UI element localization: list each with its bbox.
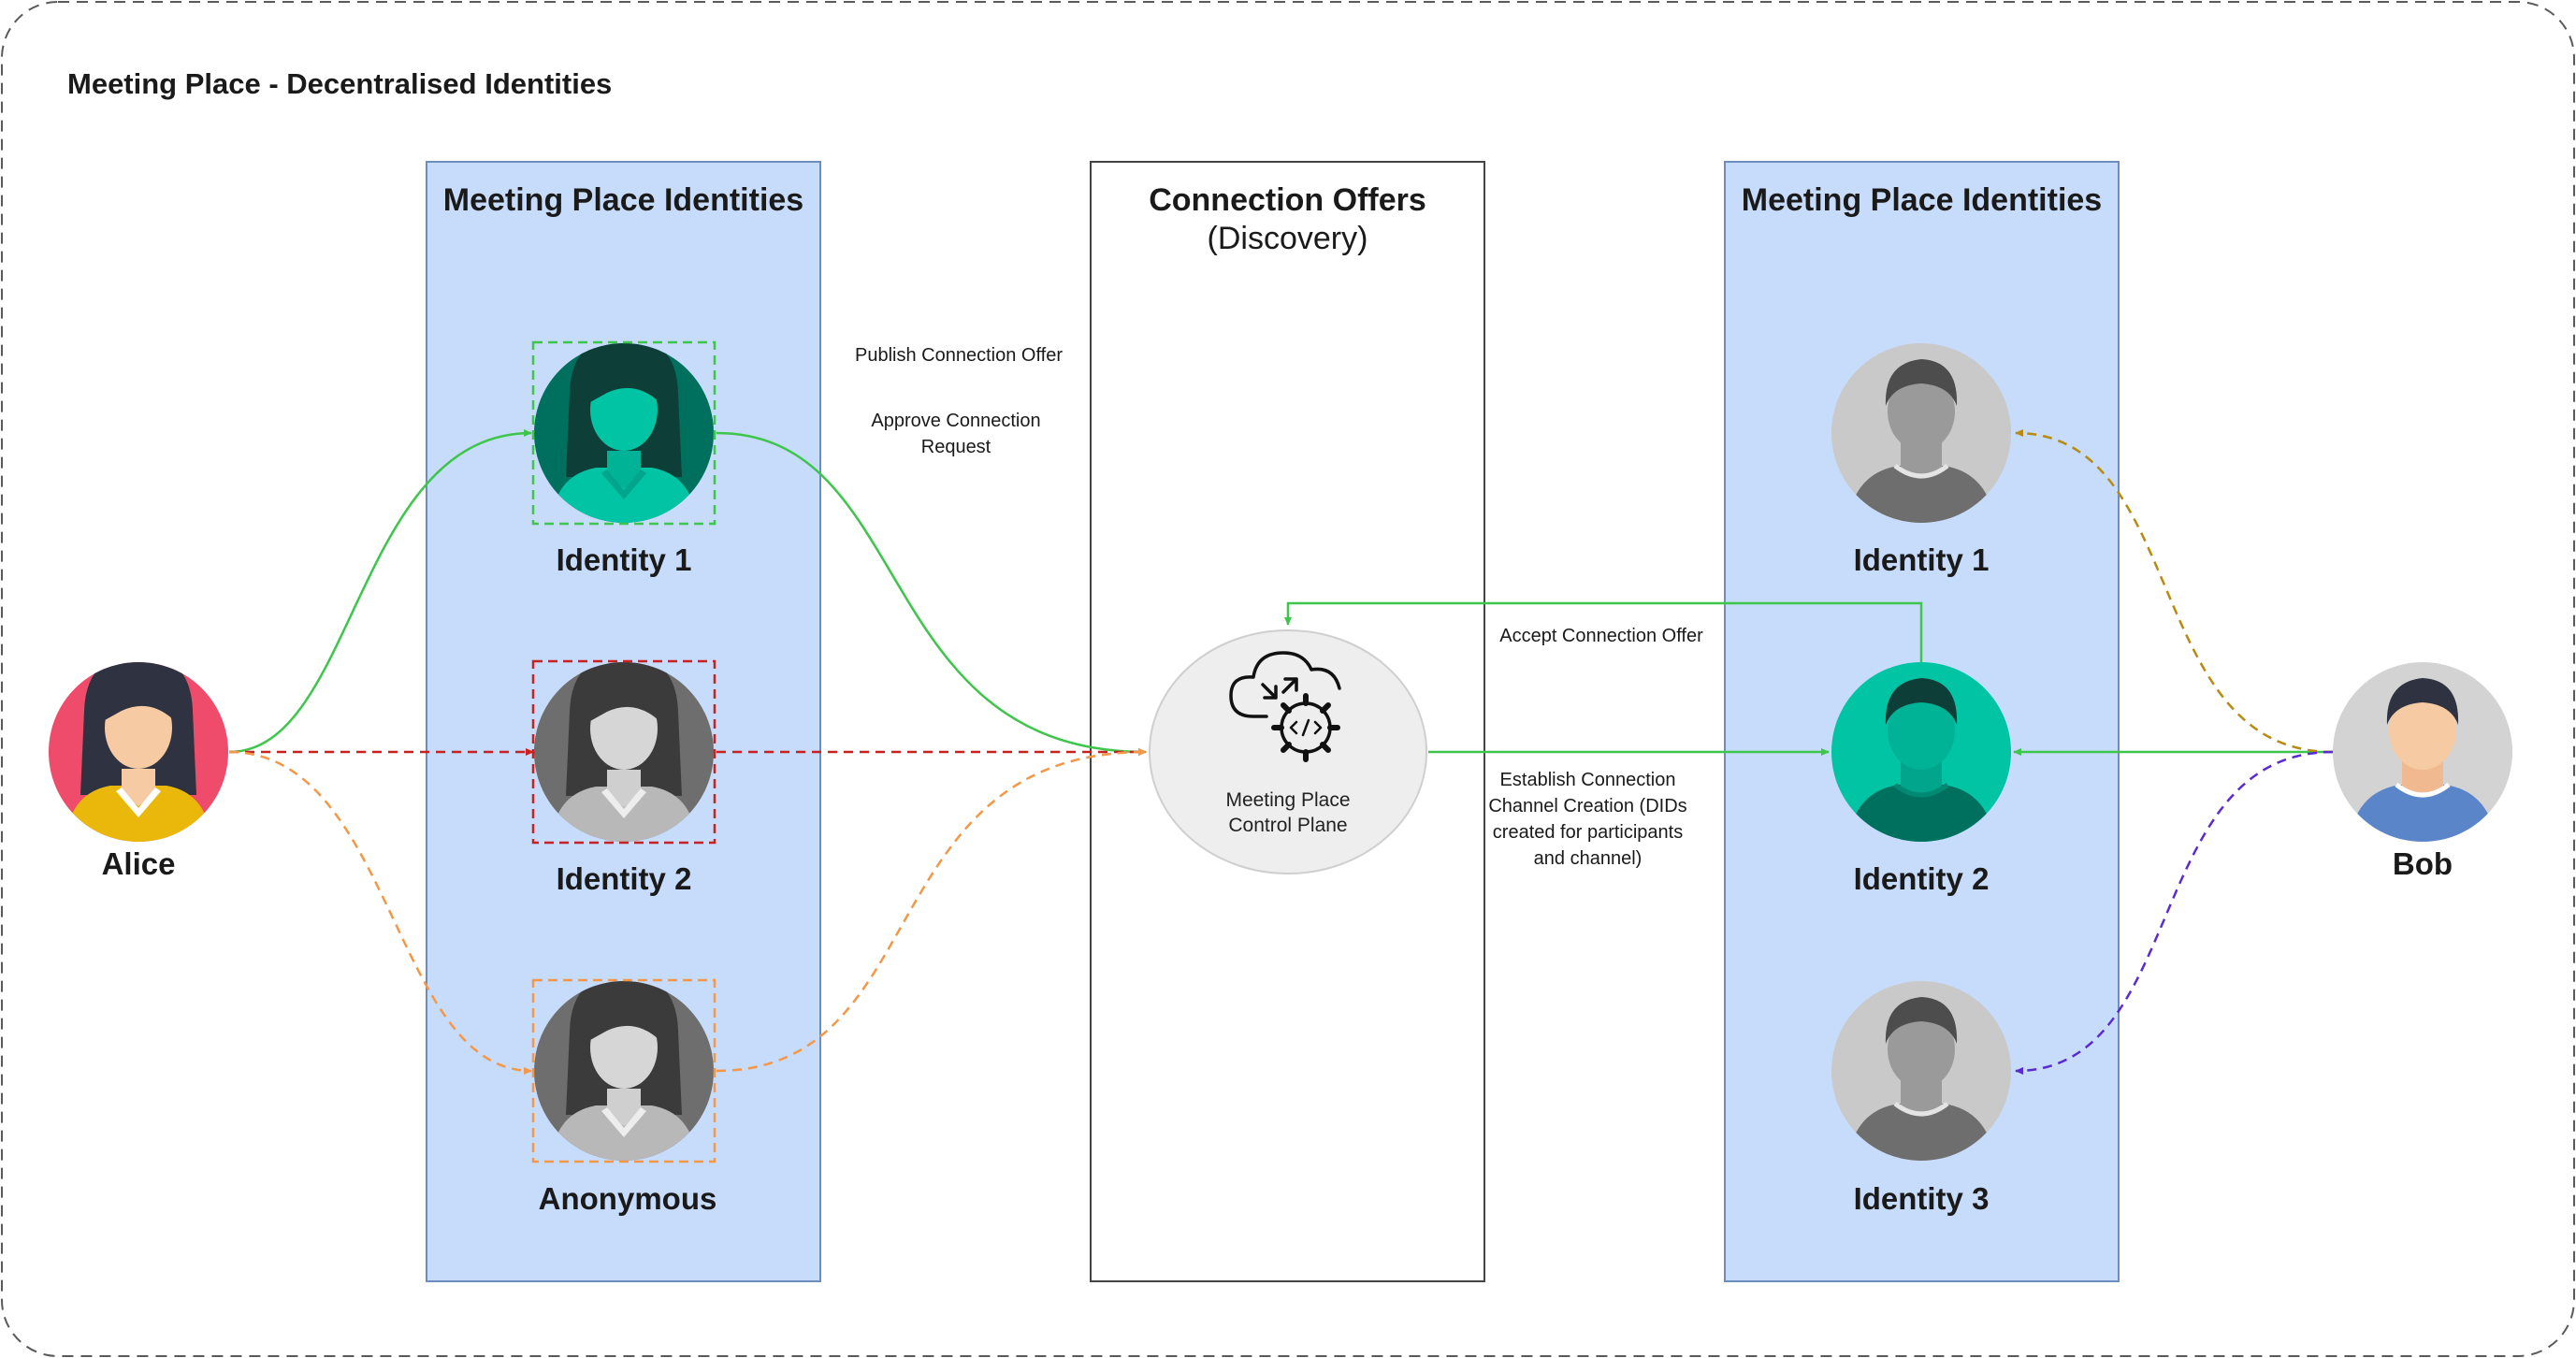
establish-connection-label: Establish Connection Channel Creation (D…	[1488, 770, 1687, 869]
right-identity1-label: Identity 1	[1853, 542, 1990, 577]
alice-to-anonymous-line	[228, 750, 532, 1075]
left-anonymous-avatar-icon	[534, 981, 714, 1161]
diagram-title: Meeting Place - Decentralised Identities	[67, 67, 613, 100]
identity1-to-control-plane-line	[716, 431, 1147, 756]
bob-to-identity3-line	[2015, 750, 2334, 1075]
right-identity2-label: Identity 2	[1853, 861, 1990, 896]
bob-label: Bob	[2392, 846, 2453, 881]
control-plane-label: Meeting Place Control Plane	[1225, 789, 1351, 836]
alice-to-identity1-line	[228, 429, 532, 754]
identity1-selection-box	[531, 340, 716, 526]
control-plane-node	[1149, 629, 1427, 874]
bob-avatar-icon	[2333, 662, 2512, 842]
bob-to-identity1-line	[2015, 429, 2334, 754]
anonymous-selection-box	[531, 978, 716, 1163]
left-identity2-label: Identity 2	[556, 861, 692, 896]
identity2-selection-box	[531, 659, 716, 845]
accept-offer-label: Accept Connection Offer	[1499, 626, 1703, 646]
alice-label: Alice	[101, 846, 176, 881]
right-identity3-label: Identity 3	[1853, 1181, 1990, 1216]
cloud-gear-icon	[1229, 651, 1341, 762]
left-anonymous-label: Anonymous	[538, 1181, 717, 1216]
left-column-heading: Meeting Place Identities	[442, 182, 804, 218]
anonymous-to-control-plane-line	[716, 748, 1147, 1073]
approve-request-label: Approve Connection Request	[871, 411, 1041, 457]
left-identity2-avatar-icon	[534, 662, 714, 842]
accept-offer-line	[1284, 601, 1923, 662]
connection-offers-subheading: (Discovery)	[1207, 221, 1368, 256]
publish-offer-label: Publish Connection Offer	[855, 345, 1063, 366]
right-column-heading: Meeting Place Identities	[1741, 182, 2103, 218]
alice-avatar-icon	[49, 662, 228, 842]
left-identity1-avatar-icon	[534, 343, 714, 523]
left-identity1-label: Identity 1	[556, 542, 692, 577]
connection-offers-heading: Connection Offers	[1149, 182, 1426, 218]
